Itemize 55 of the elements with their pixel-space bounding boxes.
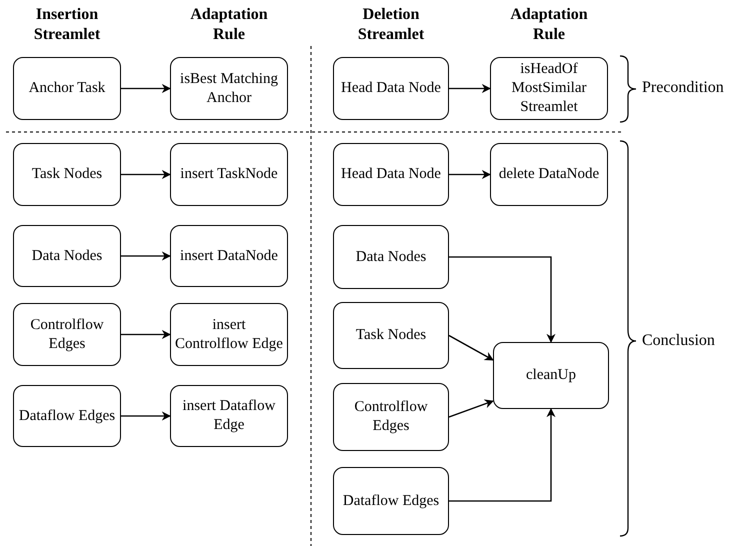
box-text: Head Data Node	[341, 165, 441, 184]
arrow	[449, 408, 556, 502]
rounded-box	[170, 385, 288, 447]
rounded-box	[490, 57, 608, 120]
rounded-box	[493, 342, 609, 409]
box-text: Head Data Node	[341, 79, 441, 98]
box-text: Task Nodes	[32, 165, 102, 184]
box-text: delete DataNode	[498, 165, 600, 184]
box-text: Data Nodes	[32, 246, 102, 266]
brace-label: Precondition	[642, 78, 725, 98]
box-text: Dataflow Edges	[342, 492, 440, 510]
rounded-box	[333, 302, 449, 369]
rounded-box	[333, 225, 449, 289]
box-text: cleanUp	[526, 366, 576, 385]
rounded-box	[490, 143, 608, 206]
column-header: Adaptation Rule	[189, 5, 269, 45]
box-text: insert Controlflow Edge	[175, 316, 283, 354]
rounded-box	[333, 143, 449, 206]
rounded-box	[13, 225, 121, 287]
arrow	[121, 170, 171, 180]
rounded-box	[13, 57, 121, 120]
column-header: Insertion Streamlet	[32, 5, 102, 45]
arrow	[121, 251, 171, 261]
arrow	[449, 256, 556, 343]
box-text: insert TaskNode	[180, 165, 278, 184]
box-text: Controlflow Edges	[29, 316, 105, 354]
box-text: Task Nodes	[356, 326, 426, 345]
rounded-box	[13, 143, 121, 206]
arrow	[121, 84, 171, 94]
column-header: Deletion Streamlet	[356, 5, 426, 45]
arrow	[449, 170, 491, 180]
box-text: Controlflow Edges	[353, 398, 429, 436]
rounded-box	[333, 467, 449, 535]
arrow	[121, 330, 171, 340]
rounded-box	[13, 303, 121, 366]
arrow	[121, 411, 171, 421]
rounded-box	[333, 57, 449, 120]
arrow	[449, 84, 491, 94]
box-text: isHeadOf MostSimilar Streamlet	[510, 60, 588, 117]
box-text: Dataflow Edges	[18, 406, 116, 426]
rounded-box	[170, 303, 288, 366]
rounded-box	[170, 225, 288, 287]
box-text: isBest Matching Anchor	[179, 70, 279, 108]
box-text: insert DataNode	[180, 246, 278, 266]
arrow	[448, 400, 494, 418]
box-text: Data Nodes	[356, 248, 426, 266]
column-header: Adaptation Rule	[509, 5, 589, 45]
box-text: Anchor Task	[28, 79, 106, 98]
rounded-box	[170, 57, 288, 120]
rounded-box	[170, 143, 288, 206]
brace-label: Conclusion	[642, 331, 716, 351]
rounded-box	[333, 383, 449, 451]
arrow	[448, 334, 494, 361]
box-text: insert Dataflow Edge	[182, 397, 276, 435]
rounded-box	[13, 385, 121, 447]
